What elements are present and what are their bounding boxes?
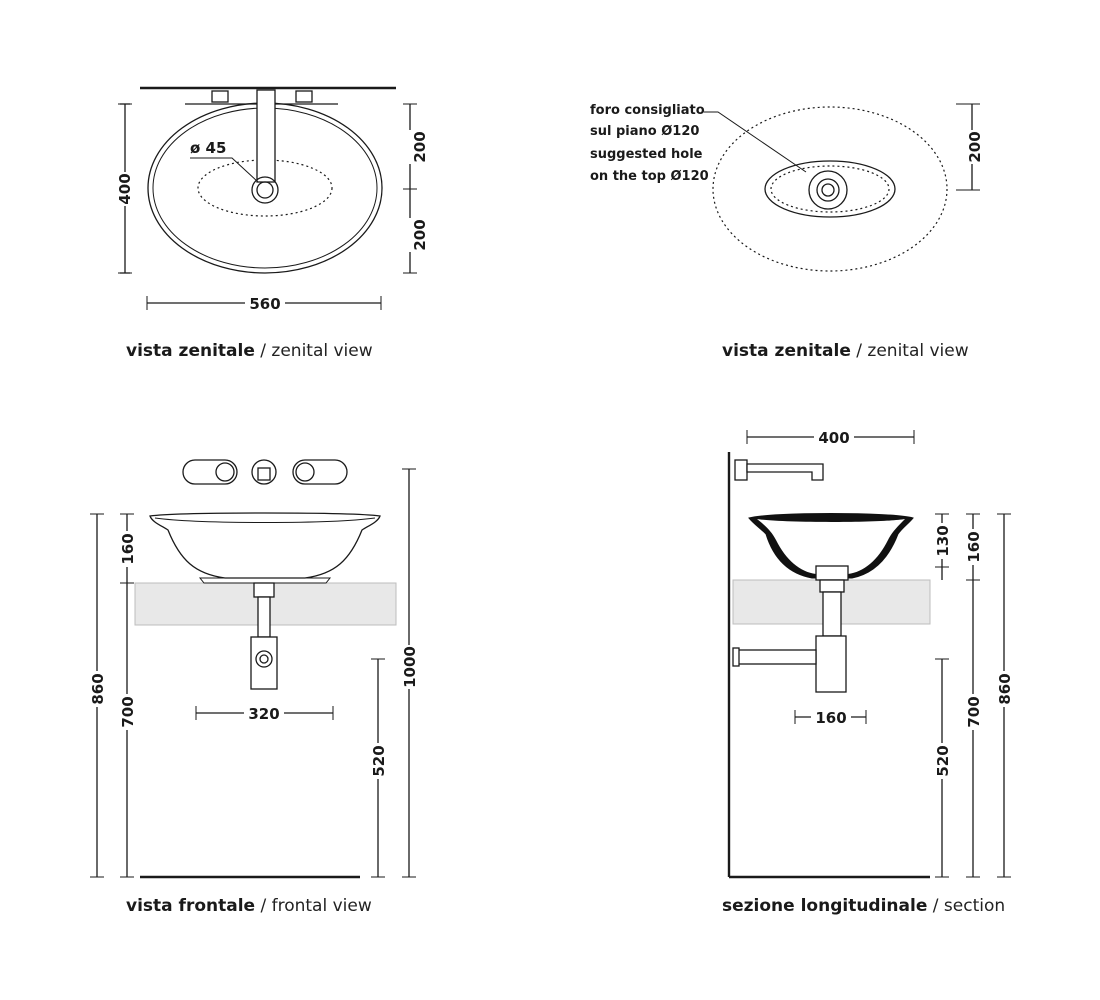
dim-160-label: 160	[965, 531, 983, 562]
spout	[746, 463, 824, 481]
zenital-view-left: ø 45 400 200 200 560 vista zenitale / ze…	[113, 86, 429, 361]
drain-leader	[190, 157, 259, 183]
dim-320-label: 320	[248, 705, 279, 723]
basin-bottom-dashed	[197, 159, 333, 217]
tap-handle-right	[295, 90, 313, 103]
drain-waste	[253, 582, 275, 598]
drain-diameter-label: ø 45	[190, 139, 226, 157]
dim-160-trap-label: 160	[815, 709, 846, 727]
spout-front	[251, 459, 277, 485]
tap-handle-left	[211, 90, 229, 103]
dim-400-label: 400	[818, 429, 849, 447]
zenital-view-right: foro consigliato sul piano Ø120 suggeste…	[590, 103, 986, 361]
caption-section: sezione longitudinale / section	[722, 896, 1005, 916]
tap-handle-left	[182, 459, 238, 485]
drain-inner	[256, 181, 274, 199]
dim-560-label: 560	[249, 295, 280, 313]
drain-pipe	[822, 591, 842, 637]
hole-note-line-4: on the top Ø120	[590, 169, 709, 184]
hole-note-line-3: suggested hole	[590, 147, 703, 162]
drain-inner	[821, 183, 835, 197]
basin-outline-dashed	[712, 106, 948, 272]
caption-zenital-left: vista zenitale / zenital view	[126, 341, 373, 361]
tap-handle-right	[292, 459, 348, 485]
drain-outer	[251, 176, 279, 204]
hole-note-line-1: foro consigliato	[590, 103, 705, 118]
dim-1000-label: 1000	[401, 646, 419, 688]
spout	[256, 89, 276, 183]
section-view: 400 130 520 160 700 860 160 sezione long…	[722, 428, 1016, 916]
counter-hole-outer	[764, 160, 896, 218]
dim-860-label: 860	[996, 673, 1014, 704]
caption-frontal: vista frontale / frontal view	[126, 896, 372, 916]
dim-130-label: 130	[934, 525, 952, 556]
dim-160-label: 160	[119, 533, 137, 564]
dim-700-label: 700	[119, 696, 137, 727]
drain-flange	[808, 170, 848, 210]
drain-pipe	[257, 596, 271, 638]
dim-520-label: 520	[370, 745, 388, 776]
hole-note-leader	[704, 111, 807, 173]
dim-700-label: 700	[965, 696, 983, 727]
caption-zenital-right: vista zenitale / zenital view	[722, 341, 969, 361]
dim-860-label: 860	[89, 673, 107, 704]
dim-400-label: 400	[116, 173, 134, 204]
dim-200-lower-label: 200	[411, 219, 429, 250]
trap	[815, 635, 847, 693]
dim-200-label: 200	[966, 131, 984, 162]
counter-hole-inner	[770, 165, 890, 213]
dim-520-label: 520	[934, 745, 952, 776]
drain-waste	[815, 565, 849, 581]
trap-outlet	[734, 649, 817, 665]
basin-front	[149, 512, 381, 579]
hole-note-line-2: sul piano Ø120	[590, 124, 699, 139]
spout-base	[734, 459, 748, 481]
drain-outer	[816, 178, 840, 202]
dim-200-upper-label: 200	[411, 131, 429, 162]
frontal-view: 860 160 700 320 520 1000 vista frontale …	[87, 459, 421, 916]
